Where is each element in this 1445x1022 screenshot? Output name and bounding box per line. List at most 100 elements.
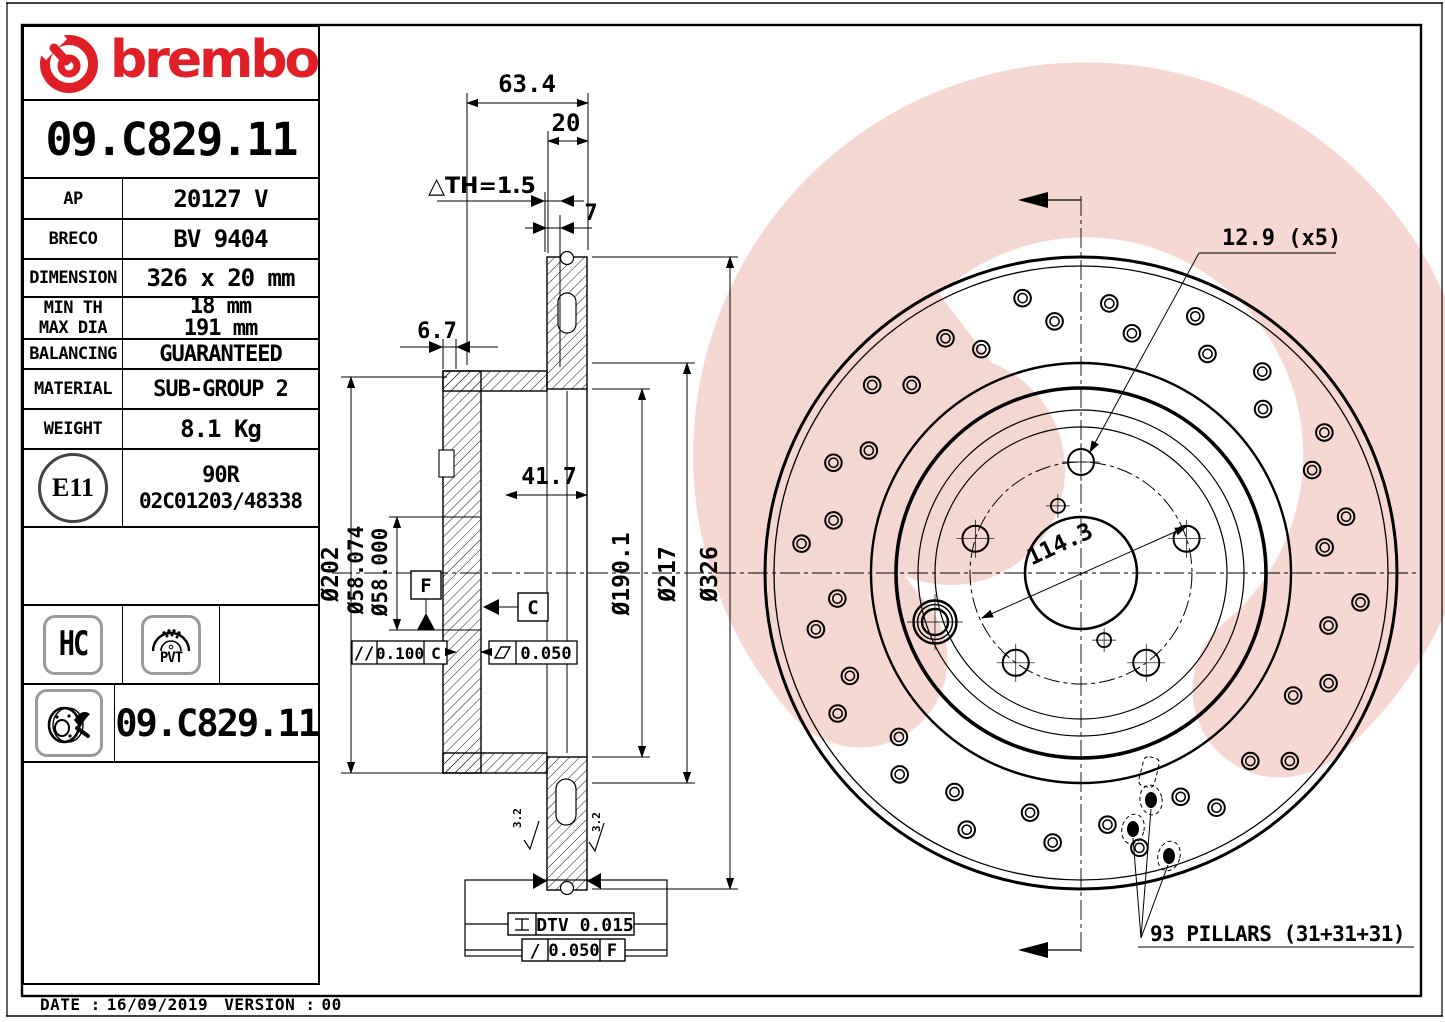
drill-hole [1207,798,1226,817]
drill-hole [824,511,843,530]
drill-hole-inner [828,515,839,526]
flatness-symbol [493,646,512,659]
roughness-symbol [523,820,540,851]
datum-c-label: C [527,597,538,619]
drill-hole [1253,399,1273,419]
drill-hole-inner [975,343,987,355]
drill-hole-inner [1340,511,1352,523]
spec-row-dimension: DIMENSION 326 x 20 mm [24,260,318,298]
drill-hole [1315,423,1334,442]
cross-section-view: 63.4 20 △TH=1.5 7 6.7 [318,70,1416,962]
drill-hole-inner [831,593,843,604]
vent-slot [555,778,577,826]
brand-row: brembo [24,27,320,102]
disc-ring [773,265,1389,881]
drill-hole [1319,673,1338,693]
drill-hole-inner [832,708,843,719]
homologation-row: E11 90R 02C01203/48338 [24,450,318,528]
roughness-value: 3.2 [511,808,524,828]
pvt-disc-glyph [151,628,191,651]
part-number-repeat: 09.C829.11 [115,701,320,745]
drill-hole-inner [1211,802,1222,814]
dim-band-thickness: 20 [552,109,581,137]
dim-wear-thickness: △TH=1.5 [428,174,536,199]
drill-hole [1253,362,1272,381]
drill-hole-inner [906,379,918,391]
runout-symbol: / [530,941,541,962]
drill-hole [972,339,991,359]
drill-hole [1302,460,1322,480]
badges-row: HC PVT [24,606,318,685]
roughness-value: 3.2 [590,812,603,832]
e-mark: E11 [52,473,94,502]
disc-photo-cell [24,763,318,983]
version-value: 00 [321,995,342,1014]
dim-outer-diameter: Ø326 [697,546,723,602]
drill-hole-inner [893,731,905,743]
drill-hole [1283,686,1303,705]
drill-hole-inner [1102,819,1113,830]
dim-mid-diameter: Ø217 [655,546,681,602]
drill-hole-inner [940,332,951,344]
drill-hole-inner [1306,464,1318,476]
disc-ring [763,255,1399,891]
drill-hole [1020,803,1040,822]
drill-hole-inner [1189,310,1201,322]
disc-ring [934,426,1228,720]
drill-hole [806,620,826,639]
spec-label: MAX DIA [38,318,108,338]
parallelism-symbol: // [354,644,374,664]
spec-row-ap: AP 20127 V [24,179,318,220]
drill-hole [1240,751,1260,771]
spec-row-weight: WEIGHT 8.1 Kg [24,410,318,450]
drill-hole [1013,288,1032,308]
spec-value: 18 mm [189,294,252,319]
dtv-tolerance: DTV 0.015 [536,915,634,936]
spec-value: SUB-GROUP 2 [153,376,289,402]
spec-row-balancing: BALANCING GUARANTEED [24,340,318,370]
disc-ring [917,409,1245,737]
drill-hole [828,589,847,608]
drill-hole [792,534,811,553]
drill-hole-inner [1024,807,1036,818]
version-label: VERSION : [224,995,316,1014]
homologation-number: 02C01203/48338 [138,488,303,513]
pillars-callout: 93 PILLARS (31+31+31) [1121,756,1414,948]
drill-hole-inner [949,786,960,798]
bolt-circle [969,461,1193,685]
title-block-panel: brembo 09.C829.11 AP 20127 V BRECO BV 94… [22,25,320,985]
spec-row-minth-maxdia: MIN TH MAX DIA 18 mm 191 mm [24,294,318,341]
spec-row-material: MATERIAL SUB-GROUP 2 [24,370,318,410]
spec-label: WEIGHT [43,419,103,439]
brand-name: brembo [110,30,320,91]
drill-hole-inner [1103,298,1115,309]
drill-hole [1043,833,1062,852]
drill-hole [1351,593,1370,612]
homologation-reg: 90R [202,463,240,489]
dim-inner-width: 41.7 [521,464,576,490]
drill-hole [1336,507,1356,526]
spec-value: 191 mm [183,316,258,341]
drill-hole-inner [1175,791,1187,803]
runout-datum: F [607,941,617,961]
dim-band-inner-diameter: Ø190.1 [609,532,635,616]
spec-label: MATERIAL [34,379,112,399]
hat-slot [438,449,455,478]
dim-plate-thickness: 6.7 [417,319,457,344]
drill-hole-inner [1323,620,1334,631]
drill-hole-inner [1287,690,1299,701]
drill-hole-inner [1319,427,1330,438]
rotation-arrow-top [1018,192,1081,208]
brembo-logo-icon [36,32,98,94]
flatness-tolerance: 0.050 [520,644,571,664]
empty-row [24,528,318,606]
runout-tolerance: 0.050 [548,941,599,961]
drill-hole-inner [1355,597,1366,608]
drill-hole [1319,616,1338,635]
drill-hole-inner [844,670,856,682]
drill-hole [862,375,882,395]
datum-c-triangle [483,599,499,615]
drill-hole-inner [1319,542,1331,553]
drill-hole-inner [863,445,875,456]
date-value: 16/09/2019 [106,995,209,1014]
